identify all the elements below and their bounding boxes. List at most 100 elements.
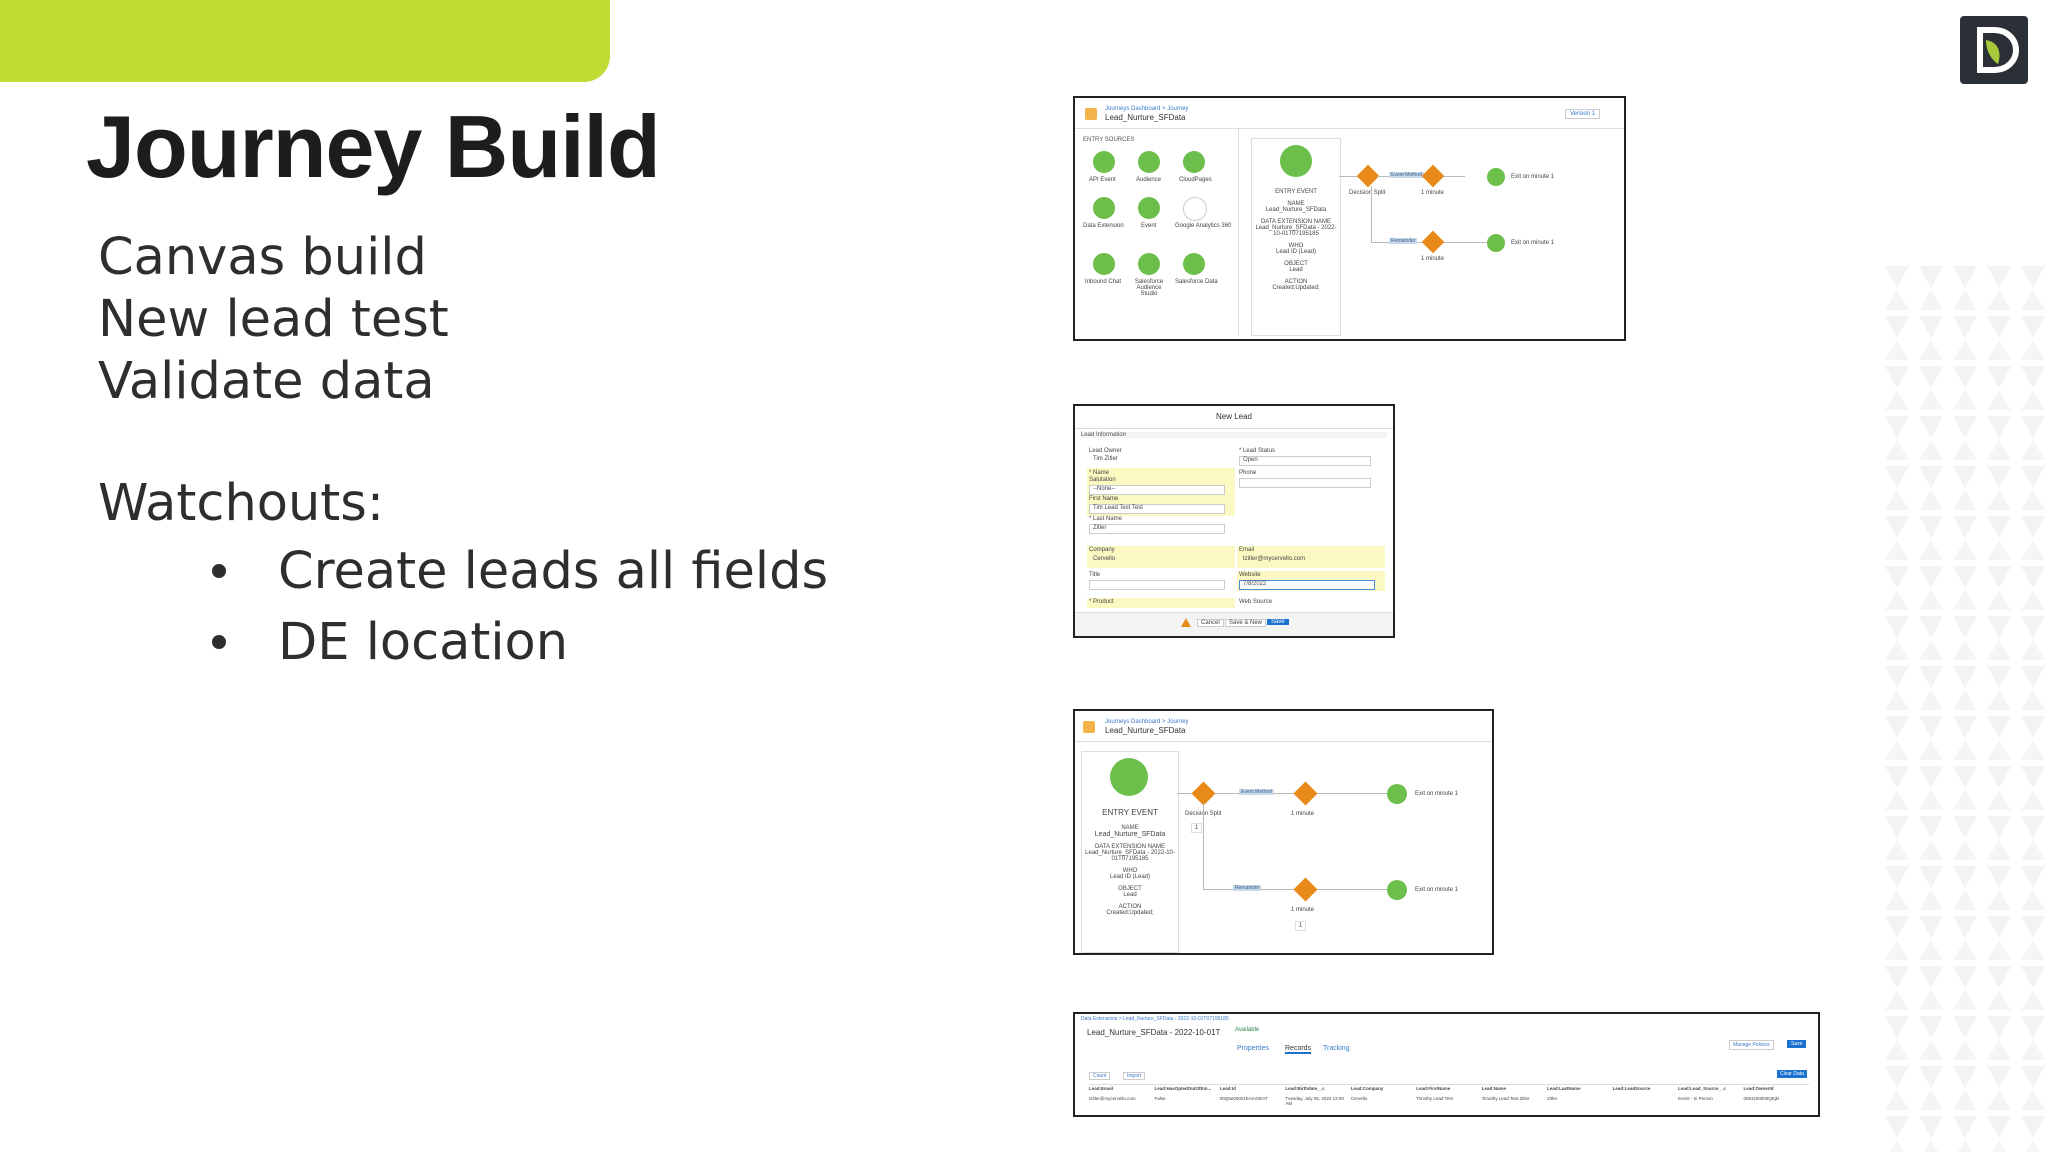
warning-icon <box>1181 618 1191 627</box>
tab-tracking[interactable]: Tracking <box>1323 1045 1350 1052</box>
save-new-button[interactable]: Save & New <box>1225 619 1267 627</box>
de-value: Lead_Nurture_SFData - 2022-10-01T0719518… <box>1255 225 1337 237</box>
cancel-button[interactable]: Cancel <box>1197 619 1224 627</box>
table-header-cell[interactable]: Lead:Company <box>1350 1086 1384 1091</box>
data-extension-screenshot: Data Extensions > Lead_Nurture_SFData - … <box>1073 1012 1820 1117</box>
table-cell: Timothy Lead Test <box>1416 1096 1453 1101</box>
last-name-value: Zitler <box>1093 525 1107 531</box>
company-label: Company <box>1089 547 1115 553</box>
source-label: Google Analytics 360 <box>1175 223 1232 229</box>
first-name-label: First Name <box>1089 496 1119 502</box>
bullet-dot <box>212 564 226 578</box>
cloudpages-icon[interactable] <box>1183 151 1205 173</box>
exit-icon[interactable] <box>1487 168 1505 186</box>
name-label: NAME <box>1287 201 1305 207</box>
exit-icon[interactable] <box>1387 880 1407 900</box>
table-header-cell[interactable]: Lead:Lead_Source__c <box>1678 1086 1726 1091</box>
first-name-input[interactable] <box>1089 504 1225 514</box>
email-highlight <box>1237 546 1385 568</box>
name-label: NAME <box>1121 825 1139 831</box>
phone-input[interactable] <box>1239 478 1371 488</box>
product-highlight <box>1087 598 1235 608</box>
source-label: Audience <box>1136 177 1162 183</box>
website-input[interactable] <box>1239 580 1375 590</box>
contact-count: 1 <box>1295 921 1307 931</box>
table-header-cell[interactable]: Lead:Id <box>1219 1086 1236 1091</box>
table-header-cell[interactable]: Lead:LastName <box>1547 1086 1581 1091</box>
breadcrumb[interactable]: Journeys Dashboard > Journey <box>1105 106 1189 112</box>
import-button[interactable]: Import <box>1123 1072 1146 1080</box>
table-header-cell[interactable]: Lead:LeadSource <box>1612 1086 1651 1091</box>
decision-label: Decision Split <box>1349 190 1386 196</box>
line-new-lead-test: New lead test <box>98 290 449 349</box>
google-analytics-icon[interactable] <box>1183 197 1207 221</box>
source-label: Salesforce Audience Studio <box>1134 279 1164 297</box>
salutation-select[interactable] <box>1089 485 1225 495</box>
table-cell: False <box>1154 1096 1166 1101</box>
table-cell: Cervello <box>1350 1096 1368 1101</box>
event-icon[interactable] <box>1138 197 1160 219</box>
web-source-label: Web Source <box>1239 599 1272 605</box>
clear-data-button[interactable]: Clear Data <box>1777 1070 1807 1078</box>
table-header-cell[interactable]: Lead:Name <box>1481 1086 1506 1091</box>
path-tag: Remainder <box>1389 238 1418 244</box>
table-cell: Event - In Person <box>1678 1096 1713 1101</box>
who-value: Lead ID (Lead) <box>1275 249 1317 255</box>
exit-label: Exit on minute 1 <box>1415 791 1459 797</box>
website-value: 7/8/2022 <box>1243 581 1267 587</box>
path-tag: Event Method <box>1389 172 1424 178</box>
manage-policies-button[interactable]: Manage Policies <box>1729 1040 1774 1050</box>
table-header-cell[interactable]: Lead:FirstName <box>1416 1086 1451 1091</box>
entry-event-card[interactable]: ENTRY EVENT NAME Lead_Nurture_SFData DAT… <box>1081 751 1179 953</box>
breadcrumb[interactable]: Journeys Dashboard > Journey <box>1105 719 1189 725</box>
name-value: Lead_Nurture_SFData <box>1265 207 1327 213</box>
entry-event-label: ENTRY EVENT <box>1275 189 1317 195</box>
journey-icon <box>1083 721 1095 733</box>
tab-properties[interactable]: Properties <box>1237 1045 1269 1052</box>
decision-split-icon[interactable] <box>1191 781 1216 806</box>
save-button[interactable]: Save <box>1787 1040 1807 1048</box>
last-name-input[interactable] <box>1089 524 1225 534</box>
table-header-cell[interactable]: Lead:Birthdate__c <box>1285 1086 1325 1091</box>
source-label: Event <box>1141 223 1157 229</box>
table-header-cell[interactable]: Lead:HasOptedOutOfEm... <box>1154 1086 1212 1091</box>
slide-title: Journey Build <box>86 97 661 196</box>
api-event-icon[interactable] <box>1093 151 1115 173</box>
breadcrumb[interactable]: Data Extensions > Lead_Nurture_SFData - … <box>1081 1016 1229 1022</box>
version-dropdown[interactable]: Version 1 <box>1565 109 1601 119</box>
entry-event-label: ENTRY EVENT <box>1102 808 1158 817</box>
who-label: WHO <box>1288 243 1304 249</box>
entry-event-card[interactable]: ENTRY EVENT NAME Lead_Nurture_SFData DAT… <box>1251 138 1341 336</box>
inbound-chat-icon[interactable] <box>1093 253 1115 275</box>
exit-icon[interactable] <box>1487 234 1505 252</box>
wait-icon[interactable] <box>1293 781 1318 806</box>
table-header-cell[interactable]: Lead:Email <box>1089 1086 1114 1091</box>
tab-records[interactable]: Records <box>1285 1045 1312 1054</box>
count-button[interactable]: Count <box>1089 1072 1111 1080</box>
decision-split-icon[interactable] <box>1356 164 1380 188</box>
new-lead-screenshot: New Lead Lead Information Lead Owner Tim… <box>1073 404 1395 638</box>
de-title: Lead_Nurture_SFData - 2022-10-01T <box>1087 1028 1221 1037</box>
wait-icon[interactable] <box>1421 230 1445 254</box>
exit-icon[interactable] <box>1387 784 1407 804</box>
accent-tab <box>0 0 610 82</box>
save-button[interactable]: Save <box>1267 619 1289 625</box>
title-input[interactable] <box>1089 580 1225 590</box>
source-label: Salesforce Data <box>1175 279 1218 285</box>
de-label: DATA EXTENSION NAME <box>1260 219 1332 225</box>
salesforce-data-icon[interactable] <box>1183 253 1205 275</box>
status-select[interactable] <box>1239 456 1371 466</box>
audience-studio-icon[interactable] <box>1138 253 1160 275</box>
action-label: ACTION <box>1118 904 1142 910</box>
wait-icon[interactable] <box>1421 164 1445 188</box>
wait-icon[interactable] <box>1293 877 1318 902</box>
status-value: Open <box>1243 457 1258 463</box>
object-label: OBJECT <box>1118 886 1142 892</box>
audience-icon[interactable] <box>1138 151 1160 173</box>
who-value: Lead ID (Lead) <box>1109 874 1151 880</box>
table-cell: Tuesday, July 05, 2022 12:00 AM <box>1285 1096 1344 1106</box>
wait-label: 1 minute <box>1421 190 1445 196</box>
table-header-cell[interactable]: Lead:OwnerId <box>1743 1086 1774 1091</box>
data-extension-icon[interactable] <box>1093 197 1115 219</box>
section-header: Lead Information <box>1081 432 1387 438</box>
